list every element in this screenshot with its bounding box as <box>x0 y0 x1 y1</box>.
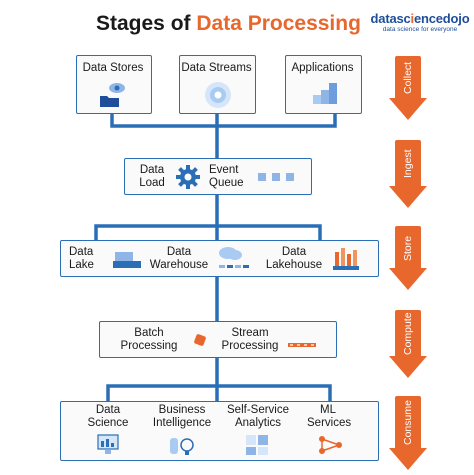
batch-processing-label: Batch Processing <box>120 327 178 352</box>
data-science-icon <box>97 434 119 454</box>
logo-part-c: encedojo <box>413 11 470 26</box>
stage-consume: Consume <box>389 396 427 470</box>
stage-collect-label: Collect <box>402 61 414 95</box>
self-service-analytics-label: Self-Service Analytics <box>227 404 289 429</box>
stage-ingest-label: Ingest <box>402 149 414 179</box>
data-lake-label: Data Lake <box>69 246 94 271</box>
store-box: Data Lake Data Warehouse Data Lakehouse <box>60 240 379 277</box>
stream-bar-icon <box>288 343 316 347</box>
analytics-icon <box>246 435 268 455</box>
applications-icon <box>313 83 337 104</box>
ingest-box: Data Load Event Queue <box>124 158 312 195</box>
gear-icon <box>176 165 200 189</box>
stage-collect-bar <box>395 56 421 100</box>
event-queue-icon <box>258 173 294 181</box>
stream-target-icon <box>205 82 231 108</box>
connector-consume <box>106 384 332 403</box>
business-intelligence-icon <box>170 438 194 455</box>
arrow-down-icon <box>389 186 427 208</box>
stream-processing-label: Stream Processing <box>221 327 279 352</box>
ml-network-icon <box>319 436 342 454</box>
data-stores-box: Data Stores <box>76 55 152 114</box>
stage-ingest: Ingest <box>389 140 427 208</box>
data-streams-box: Data Streams <box>179 55 256 114</box>
business-intelligence-label: Business Intelligence <box>152 404 212 429</box>
data-science-label: Data Science <box>87 404 129 429</box>
data-warehouse-label: Data Warehouse <box>149 246 209 271</box>
arrow-down-icon <box>389 268 427 290</box>
stage-compute-bar <box>395 310 421 358</box>
data-lake-icon <box>113 252 141 268</box>
brand-logo: datasciencedojo data science for everyon… <box>368 11 472 33</box>
stage-compute-label: Compute <box>402 312 414 356</box>
stage-consume-label: Consume <box>402 400 414 446</box>
stage-consume-bar <box>395 396 421 450</box>
title-prefix: Stages of <box>96 12 197 35</box>
applications-box: Applications <box>285 55 362 114</box>
consume-box: Data Science Business Intelligence Self-… <box>60 401 379 461</box>
arrow-down-icon <box>389 356 427 378</box>
title-highlight: Data Processing <box>196 12 361 35</box>
applications-label: Applications <box>291 62 354 74</box>
cloud-warehouse-icon <box>219 247 249 268</box>
arrow-down-icon <box>389 98 427 120</box>
stage-store-label: Store <box>402 235 414 261</box>
stage-collect: Collect <box>389 56 427 120</box>
data-stores-label: Data Stores <box>82 62 144 74</box>
connector-store <box>94 224 322 242</box>
stage-compute: Compute <box>389 310 427 378</box>
ml-services-label: ML Services <box>307 404 352 429</box>
data-load-label: Data Load <box>139 164 165 189</box>
lakehouse-icon <box>333 248 359 270</box>
event-queue-label: Event Queue <box>209 164 244 189</box>
data-lakehouse-label: Data Lakehouse <box>265 246 323 271</box>
stage-store-bar <box>395 226 421 270</box>
logo-wordmark: datasciencedojo <box>368 11 472 26</box>
page-title: Stages of Data Processing <box>96 12 361 36</box>
arrow-down-icon <box>389 448 427 470</box>
logo-part-a: datasc <box>370 11 411 26</box>
batch-icon <box>194 334 206 346</box>
data-streams-label: Data Streams <box>181 62 252 74</box>
logo-part-b: i <box>410 11 415 26</box>
connector-collect <box>110 111 337 128</box>
logo-tagline: data science for everyone <box>382 26 458 33</box>
data-stores-icon <box>100 83 125 107</box>
compute-box: Batch Processing Stream Processing <box>99 321 337 358</box>
stage-ingest-bar <box>395 140 421 188</box>
stage-store: Store <box>389 226 427 290</box>
